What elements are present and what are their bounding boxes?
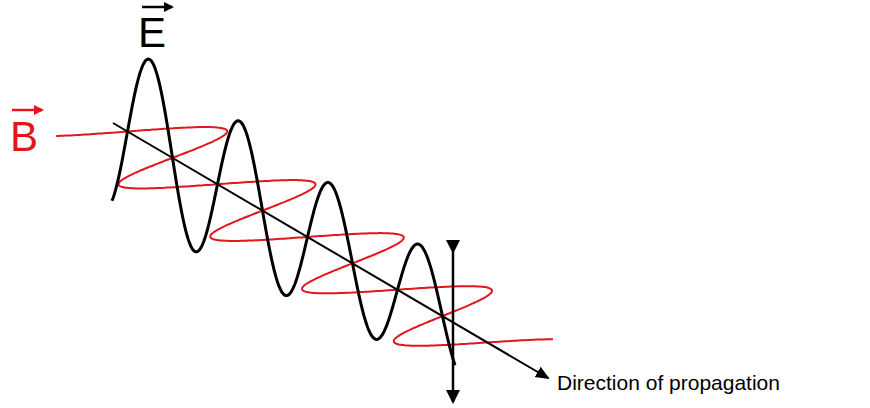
electric-field-wave bbox=[112, 59, 455, 365]
propagation-axis bbox=[113, 123, 548, 378]
vector-arrow bbox=[142, 6, 172, 9]
vector-arrow bbox=[12, 109, 42, 112]
magnetic-field-wave bbox=[56, 127, 553, 346]
field-vector-arrow bbox=[452, 252, 455, 402]
axis-label: Direction of propagation bbox=[557, 372, 780, 393]
field-symbol: E bbox=[138, 12, 166, 54]
field-symbol: B bbox=[10, 116, 38, 158]
